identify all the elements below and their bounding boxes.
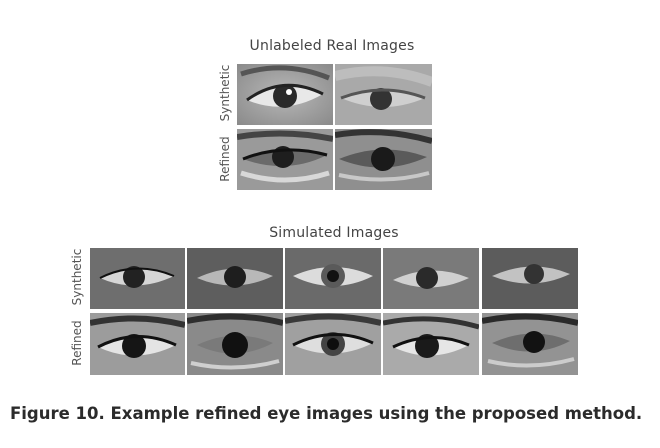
eye-image <box>237 64 333 125</box>
top-panel-title: Unlabeled Real Images <box>249 38 415 54</box>
eye-image <box>187 248 283 309</box>
eye-image <box>482 313 578 375</box>
eye-image <box>383 248 479 309</box>
eye-image <box>285 313 381 375</box>
eye-image <box>335 64 432 125</box>
eye-image <box>90 313 185 375</box>
bottom-row-label-synthetic: Synthetic <box>70 248 84 306</box>
bottom-panel-title: Simulated Images <box>269 225 399 241</box>
eye-image <box>90 248 185 309</box>
eye-image <box>237 129 333 190</box>
bottom-row-label-refined: Refined <box>70 320 84 366</box>
eye-image <box>187 313 283 375</box>
eye-image <box>482 248 578 309</box>
eye-image <box>335 129 432 190</box>
eye-image <box>285 248 381 309</box>
eye-image <box>383 313 479 375</box>
top-row-label-synthetic: Synthetic <box>218 64 232 122</box>
figure-caption: Figure 10. Example refined eye images us… <box>10 404 643 423</box>
top-row-label-refined: Refined <box>218 136 232 182</box>
